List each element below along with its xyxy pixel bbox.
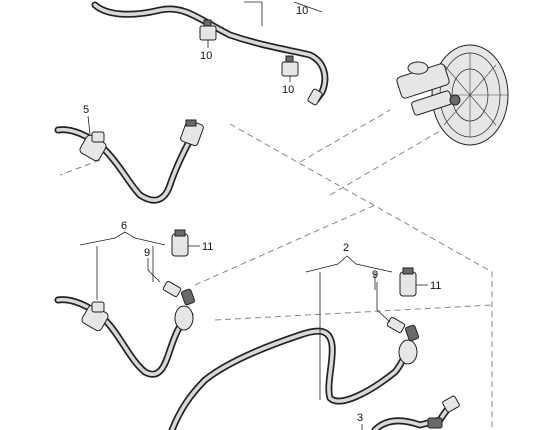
hose-clip-10b bbox=[281, 55, 299, 77]
callout-6: 6 bbox=[79, 220, 166, 300]
callout-3: 3 bbox=[357, 412, 363, 430]
dashed-reference-lines bbox=[59, 109, 493, 430]
callout-2: 2 bbox=[305, 242, 393, 400]
callout-10b-label: 10 bbox=[282, 84, 294, 96]
callout-9-right: 9 bbox=[372, 269, 391, 323]
callout-9-left-label: 9 bbox=[144, 247, 150, 259]
callout-11-right: 11 bbox=[416, 280, 441, 292]
callout-11-left: 11 bbox=[188, 241, 213, 253]
brake-booster-assembly bbox=[396, 44, 509, 146]
hose-clip-10a bbox=[199, 19, 217, 41]
connector-11-left bbox=[171, 229, 189, 257]
callout-3-label: 3 bbox=[357, 412, 363, 424]
callout-10-b: 10 bbox=[282, 76, 294, 96]
connector-11-right bbox=[399, 267, 417, 297]
callout-2-label: 2 bbox=[343, 242, 349, 254]
callout-9-left: 9 bbox=[144, 247, 161, 283]
callout-5: 5 bbox=[83, 104, 91, 135]
long-brake-hose-2 bbox=[168, 316, 420, 430]
callout-11-right-label: 11 bbox=[430, 280, 441, 292]
callout-10a-label: 10 bbox=[200, 50, 212, 62]
callout-10-top: 10 bbox=[244, 1, 323, 26]
left-brake-hose-6 bbox=[54, 280, 196, 378]
left-brake-hose-5 bbox=[54, 119, 204, 204]
callout-11-left-label: 11 bbox=[202, 241, 213, 253]
top-brake-hose bbox=[91, 1, 329, 106]
callout-9-right-label: 9 bbox=[372, 269, 378, 281]
callout-5-label: 5 bbox=[83, 104, 89, 116]
callout-10-top-label: 10 bbox=[296, 5, 308, 17]
callout-10-a: 10 bbox=[200, 40, 212, 62]
callout-6-label: 6 bbox=[121, 220, 127, 232]
bottom-brake-hose-3 bbox=[371, 395, 460, 430]
